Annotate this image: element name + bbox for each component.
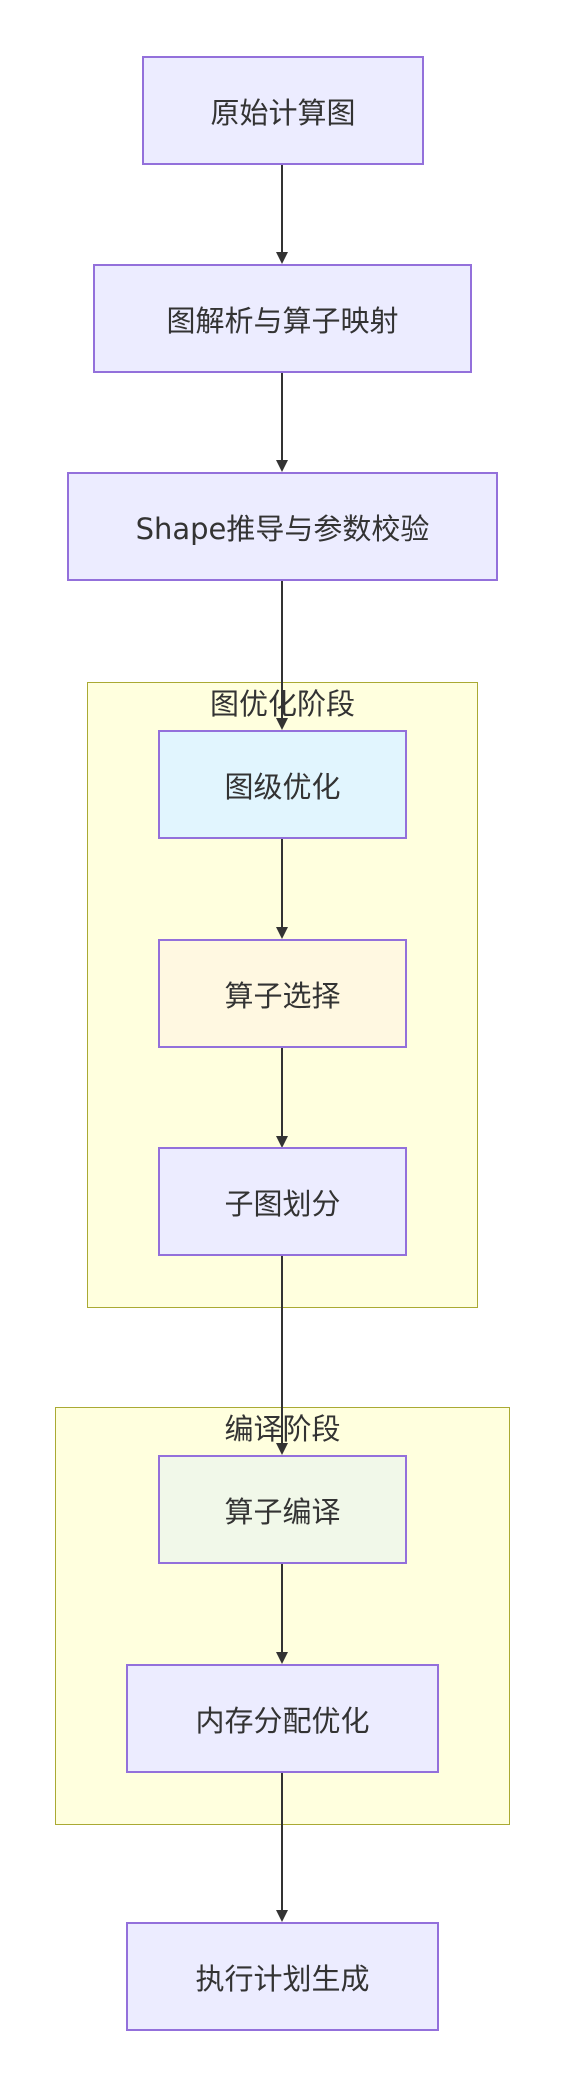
node-op-compile: 算子编译 [158, 1455, 407, 1564]
cluster-title-compile: 编译阶段 [224, 1412, 341, 1446]
node-graph-parse: 图解析与算子映射 [93, 264, 472, 373]
node-memory-opt: 内存分配优化 [126, 1664, 439, 1773]
cluster-title-graph-optimization: 图优化阶段 [209, 687, 355, 721]
node-exec-plan: 执行计划生成 [126, 1922, 439, 2031]
node-subgraph-partition: 子图划分 [158, 1147, 407, 1256]
node-shape-infer: Shape推导与参数校验 [67, 472, 498, 581]
node-original-graph: 原始计算图 [142, 56, 424, 165]
node-graph-level-opt: 图级优化 [158, 730, 407, 839]
node-op-select: 算子选择 [158, 939, 407, 1048]
